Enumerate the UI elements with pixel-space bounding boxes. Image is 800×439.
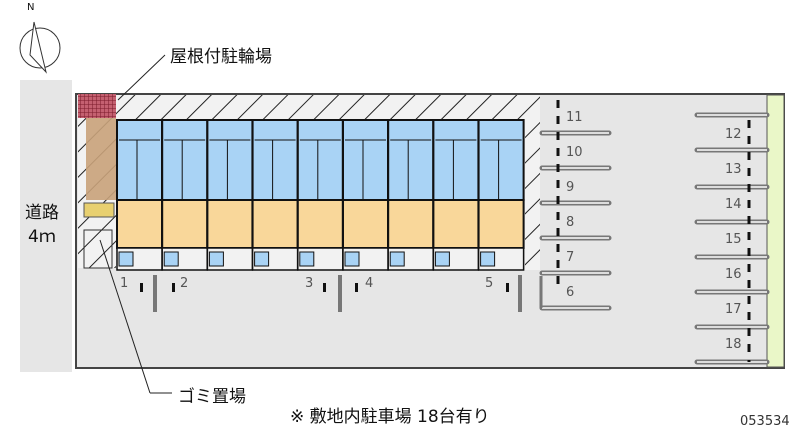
parking-space-number: 12 (725, 127, 742, 142)
unit-room (387, 199, 435, 249)
parking-space-number: 6 (566, 285, 575, 300)
parking-space-number: 1 (120, 276, 129, 291)
road-label: 道路 (25, 203, 59, 223)
parking-space-number: 5 (485, 276, 494, 291)
hatched-right (525, 95, 540, 270)
wheel-stop (323, 283, 326, 292)
unit-room (116, 199, 163, 249)
garbage-area (83, 202, 115, 218)
parking-note: ※ 敷地内駐車場 18台有り (290, 407, 490, 427)
unit-storage (344, 251, 360, 267)
parking-space-number: 8 (566, 215, 575, 230)
parking-space-number: 11 (566, 110, 583, 125)
wheel-stop (506, 283, 509, 292)
unit-room (251, 199, 299, 249)
unit-wet-area (432, 119, 480, 201)
unit-wet-area (251, 119, 299, 201)
unit-storage (163, 251, 179, 267)
parking-space-number: 16 (725, 267, 742, 282)
parking-space-number: 13 (725, 162, 742, 177)
unit-room (296, 199, 344, 249)
parking-space-number: 4 (365, 276, 374, 291)
compass-icon (19, 21, 61, 74)
wheel-stop (355, 283, 358, 292)
unit-room (342, 199, 389, 249)
unit-storage (480, 251, 496, 267)
unit-storage (118, 251, 134, 267)
unit-storage (254, 251, 270, 267)
unit-storage (208, 251, 224, 267)
parking-space-number: 14 (725, 197, 742, 212)
bike-roof-grid (78, 94, 116, 118)
parking-space-number: 3 (305, 276, 314, 291)
property-code: 053534 (740, 414, 790, 429)
parking-space-number: 17 (725, 302, 742, 317)
parking-space-number: 2 (180, 276, 189, 291)
bike-parking-label: 屋根付駐輪場 (170, 47, 272, 67)
unit-wet-area (387, 119, 435, 201)
unit-room (477, 199, 525, 249)
unit-room (432, 199, 480, 249)
unit-storage (434, 251, 450, 267)
unit-room (161, 199, 209, 249)
parking-space-number: 9 (566, 180, 575, 195)
unit-storage (389, 251, 405, 267)
unit-wet-area (477, 119, 525, 201)
parking-space-number: 15 (725, 232, 742, 247)
parking-space-number: 7 (566, 250, 575, 265)
wheel-stop (140, 283, 143, 292)
unit-wet-area (116, 119, 163, 201)
unit-wet-area (342, 119, 389, 201)
unit-wet-area (296, 119, 344, 201)
garbage-label: ゴミ置場 (178, 387, 246, 407)
parking-space-number: 18 (725, 337, 742, 352)
unit-storage (299, 251, 315, 267)
parking-space-number: 10 (566, 145, 583, 160)
green-strip (766, 94, 785, 368)
unit-wet-area (206, 119, 254, 201)
road-width-label: 4ｍ (28, 227, 56, 247)
unit-wet-area (161, 119, 209, 201)
road (20, 80, 72, 372)
north-label: N (27, 2, 35, 13)
wheel-stop (172, 283, 175, 292)
bike-parking-area (86, 118, 116, 200)
unit-room (206, 199, 254, 249)
hatched-walkway (116, 95, 540, 120)
